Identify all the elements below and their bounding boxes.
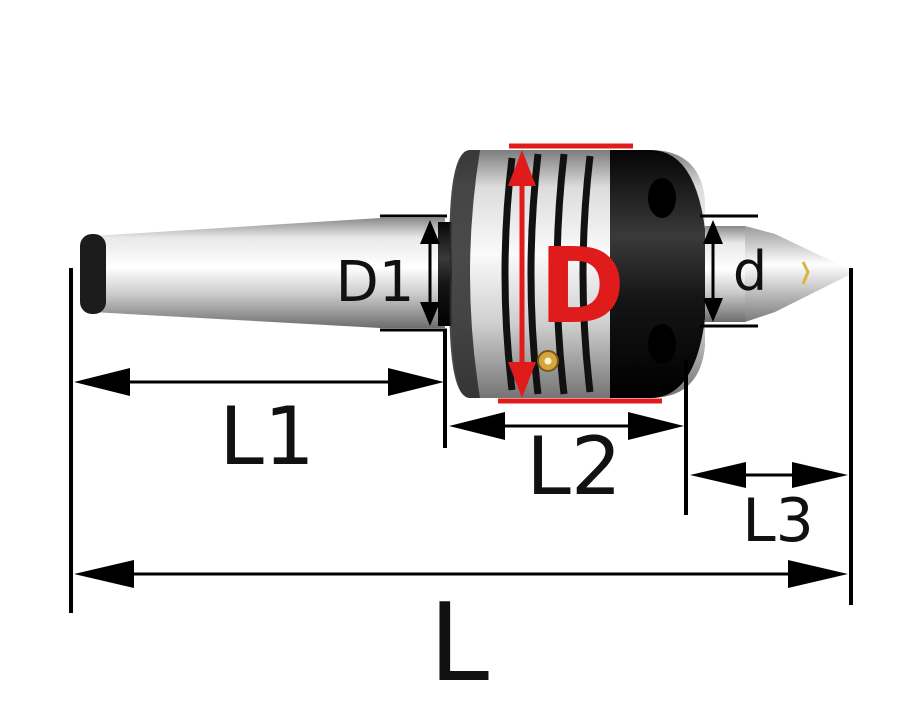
- diameter-D-marker: D: [498, 143, 662, 404]
- label-L: L: [429, 581, 489, 706]
- label-D1: D1: [336, 250, 415, 315]
- label-L1: L1: [219, 390, 314, 483]
- shank-tang-end: [80, 234, 106, 314]
- dimension-d: [700, 214, 758, 328]
- housing-end-cap: [610, 150, 708, 398]
- label-L3: L3: [742, 486, 814, 556]
- spindle-point: [705, 226, 855, 322]
- dimension-L1: [74, 368, 444, 396]
- extension-lines: [69, 268, 853, 613]
- label-d: d: [733, 240, 767, 303]
- cap-hole-top: [648, 178, 676, 218]
- label-D: D: [539, 225, 625, 347]
- label-L2: L2: [526, 420, 621, 513]
- dimension-L: [74, 560, 848, 588]
- D-arrow-head-bottom: [508, 362, 536, 398]
- D-arrow-head-top: [508, 150, 536, 186]
- dimension-L2: [449, 412, 684, 440]
- dimension-D1: [380, 214, 447, 332]
- dimension-L3: [690, 462, 848, 488]
- cap-hole-bottom: [648, 324, 676, 364]
- taper-shank: [80, 218, 445, 328]
- point-cone: [745, 226, 855, 322]
